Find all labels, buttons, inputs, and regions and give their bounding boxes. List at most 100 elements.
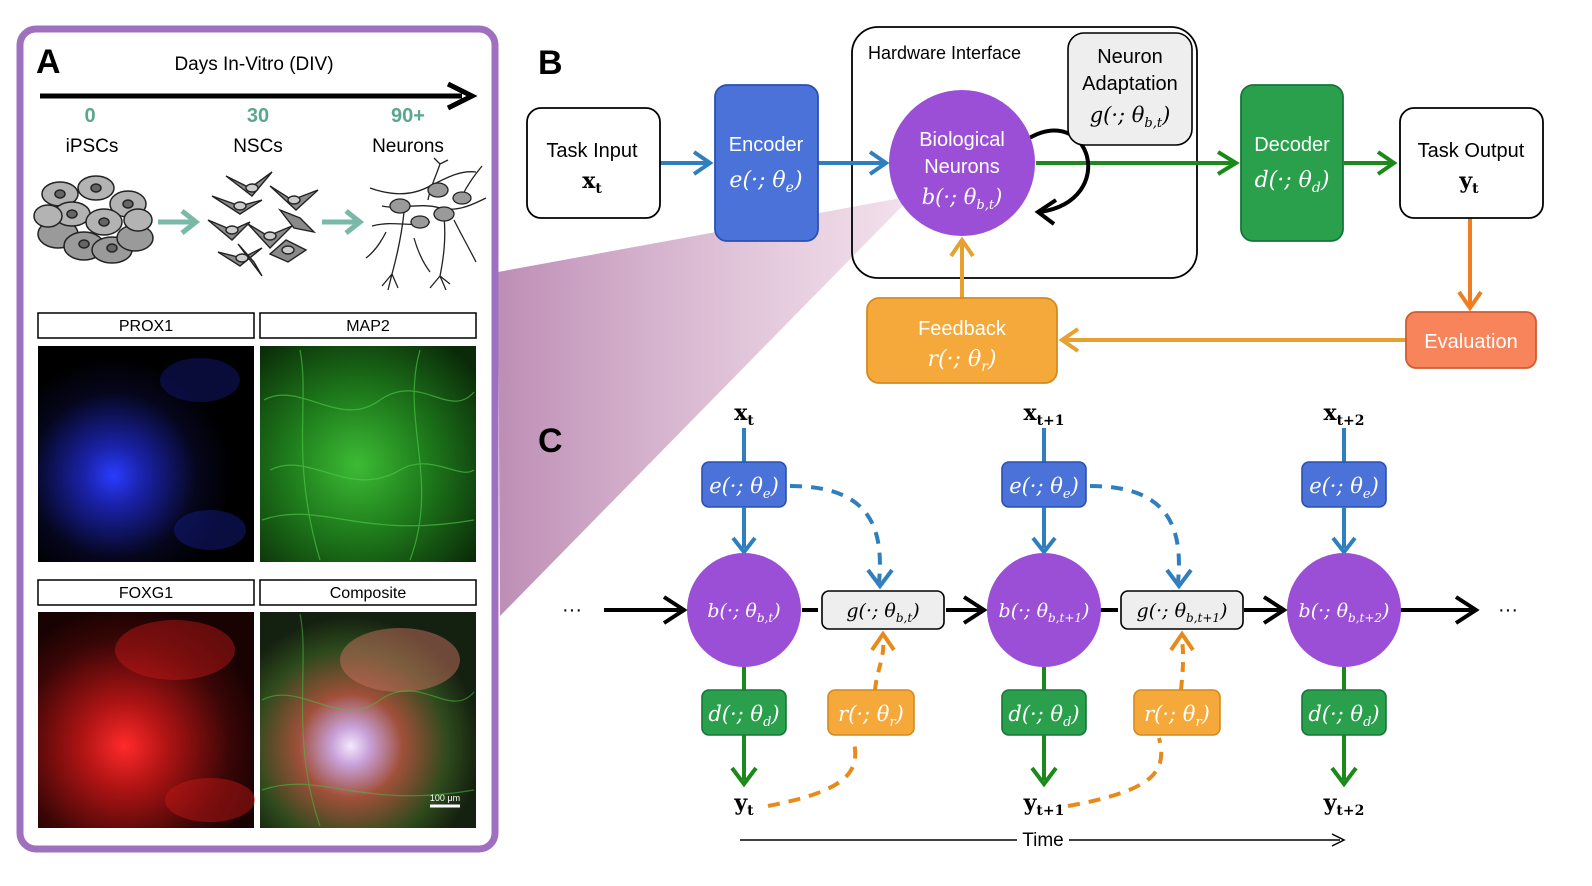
evaluation-box — [1405, 311, 1537, 369]
adapt-box-1 — [1120, 590, 1244, 630]
stain-label-composite: Composite — [330, 585, 407, 602]
arrowhead-encoder-to-bio-0 — [731, 536, 757, 556]
input-label-2: xt+2 — [1323, 400, 1364, 429]
adapt-func-1: g(·; θb,t+1) — [1137, 600, 1228, 625]
decoder-func-0: d(·; θd) — [708, 702, 779, 730]
dashed-output-to-reward-1 — [1067, 737, 1164, 808]
encoder-func: e(·; θe) — [729, 168, 802, 196]
encoder-func-2: e(·; θe) — [1309, 474, 1379, 502]
time-axis-arrowhead — [1331, 833, 1346, 847]
task-output-box — [1399, 107, 1544, 219]
micrograph-composite-fibers — [261, 613, 475, 827]
output-label-2: yt+2 — [1323, 790, 1365, 819]
reward-func-0: r(·; θr) — [838, 702, 904, 730]
time-label-bg — [1017, 826, 1069, 850]
stage-arrow-2 — [322, 209, 365, 235]
hardware-interface-box — [851, 26, 1198, 279]
bio-func-1: b(·; θb,t+1) — [999, 600, 1090, 625]
micrograph-prox1 — [38, 346, 254, 562]
bio-node-1 — [987, 553, 1101, 667]
arrowhead-decoder-to-output-2 — [1330, 766, 1358, 788]
time-label: Time — [1022, 830, 1064, 851]
decoder-func: d(·; θd) — [1255, 168, 1330, 196]
adaptation-box — [1067, 32, 1193, 146]
feedback-func: r(·; θr) — [927, 347, 996, 375]
day-90: 90+ — [391, 105, 425, 127]
chain-arrows — [604, 595, 1480, 625]
arrowhead-decoder-to-output-1 — [1030, 766, 1058, 788]
arrow-evaluation-to-feedback — [1058, 327, 1406, 353]
arrow-encoder-to-bio — [818, 150, 890, 176]
stain-label-map2: MAP2 — [346, 318, 390, 335]
adapt-box-0 — [821, 590, 945, 630]
stage-nscs: NSCs — [233, 136, 283, 157]
encoder-func-0: e(·; θe) — [709, 474, 779, 502]
chain-ellipsis-right: ··· — [1498, 599, 1518, 621]
reward-box-1 — [1133, 689, 1221, 736]
feedback-label: Feedback — [918, 318, 1007, 340]
micrograph-prox1-spot — [160, 358, 240, 402]
micrograph-foxg1 — [38, 612, 254, 828]
stage-ipscs: iPSCs — [66, 136, 119, 157]
bio-node-0 — [687, 553, 801, 667]
ipsc-cells-icon — [33, 175, 154, 264]
dashed-arrowhead-reward-1 — [1169, 630, 1195, 652]
bio-neurons-label-1: Biological — [919, 129, 1005, 151]
neuron-network-icon — [365, 157, 487, 291]
day-30: 30 — [247, 105, 269, 127]
encoder-box — [714, 84, 819, 242]
arrowhead-encoder-to-bio-1 — [1031, 536, 1057, 556]
input-label-0: xt — [734, 400, 754, 429]
arrow-feedback-to-bio — [949, 236, 975, 298]
panel-b-letter: B — [538, 44, 563, 82]
stain-label-box-prox1 — [37, 312, 255, 339]
decoder-label: Decoder — [1254, 134, 1330, 156]
bio-func-2: b(·; θb,t+2) — [1299, 600, 1390, 625]
dashed-arrowhead-reward-0 — [870, 630, 896, 652]
arrowhead-encoder-to-bio-2 — [1331, 536, 1357, 556]
micrograph-map2-fibers — [261, 349, 475, 561]
scale-bar-label: 100 μm — [430, 793, 460, 803]
task-input-box — [526, 107, 661, 219]
micrograph-map2 — [260, 346, 476, 562]
dashed-arrowhead-encoder-1 — [1165, 568, 1193, 590]
bio-neurons-func: b(·; θb,t) — [922, 185, 1003, 213]
encoder-label: Encoder — [729, 134, 804, 156]
adapt-func-0: g(·; θb,t) — [846, 600, 919, 625]
reward-func-1: r(·; θr) — [1144, 702, 1210, 730]
micrograph-prox1-spot — [174, 510, 246, 550]
panel-a-letter: A — [36, 43, 61, 81]
task-output-label: Task Output — [1418, 140, 1525, 162]
evaluation-label: Evaluation — [1424, 331, 1517, 353]
day-0: 0 — [84, 105, 95, 127]
adaptation-label-1: Neuron — [1097, 46, 1163, 68]
decoder-box — [1240, 84, 1344, 242]
arrow-input-to-encoder — [660, 150, 714, 176]
dashed-reward-to-adapt-1 — [1179, 639, 1186, 691]
reward-box-0 — [827, 689, 915, 736]
task-input-label: Task Input — [546, 140, 638, 162]
timeline-title: Days In-Vitro (DIV) — [174, 54, 333, 75]
adaptation-func: g(·; θb,t) — [1090, 103, 1171, 131]
encoder-func-1: e(·; θe) — [1009, 474, 1079, 502]
hardware-interface-label: Hardware Interface — [868, 43, 1021, 63]
dashed-encoder-to-adapt-0 — [789, 484, 882, 583]
task-input-var: xt — [582, 168, 602, 197]
micrograph-foxg1-spot — [115, 620, 235, 680]
decoder-func-1: d(·; θd) — [1008, 702, 1079, 730]
input-label-1: xt+1 — [1023, 400, 1064, 429]
arrow-decoder-to-output — [1344, 150, 1398, 176]
stain-label-prox1: PROX1 — [119, 318, 173, 335]
output-label-1: yt+1 — [1023, 790, 1065, 819]
timeline-arrowhead — [446, 81, 478, 111]
micrograph-foxg1-spot — [165, 778, 255, 822]
feedback-box — [866, 297, 1058, 384]
arrow-bio-to-decoder — [1036, 150, 1240, 176]
stain-label-box-map2 — [259, 312, 477, 339]
zoom-wedge — [498, 196, 912, 616]
output-label-0: yt — [733, 790, 754, 819]
adaptation-loop-arrow — [1024, 128, 1091, 226]
bio-neurons-label-2: Neurons — [924, 156, 1000, 178]
